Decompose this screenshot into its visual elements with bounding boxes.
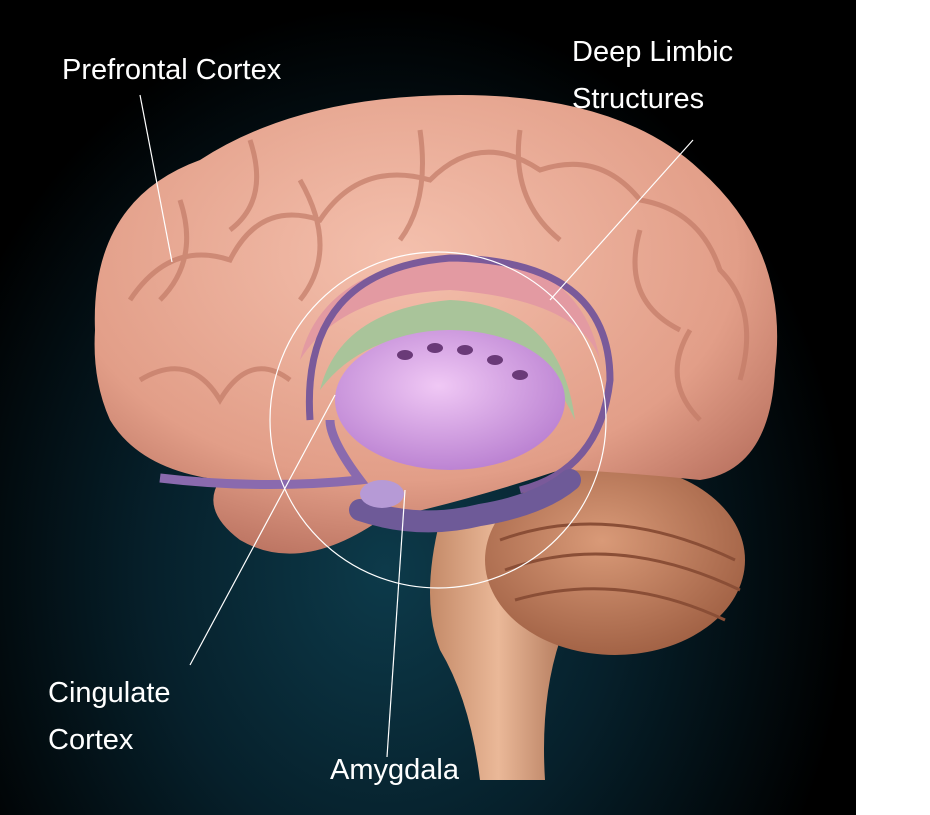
leader-lines [139,94,694,758]
amygdala-leader-line [386,489,406,758]
label-amygdala: Amygdala [330,754,459,786]
label-prefrontal-cortex: Prefrontal Cortex [62,54,282,86]
label-cingulate-line2: Cortex [48,724,134,756]
limbic-circle [269,251,607,589]
cingulate-leader-line [189,394,336,666]
cerebellum [485,465,745,655]
limbic-leader-line [549,139,694,301]
label-deep-limbic-line2: Structures [572,83,705,115]
prefrontal-leader-line [139,94,173,263]
amygdala-shape [360,480,404,508]
limbic-structures [159,254,614,533]
label-cingulate-line1: Cingulate [48,677,171,709]
label-deep-limbic-line1: Deep Limbic [572,36,734,68]
